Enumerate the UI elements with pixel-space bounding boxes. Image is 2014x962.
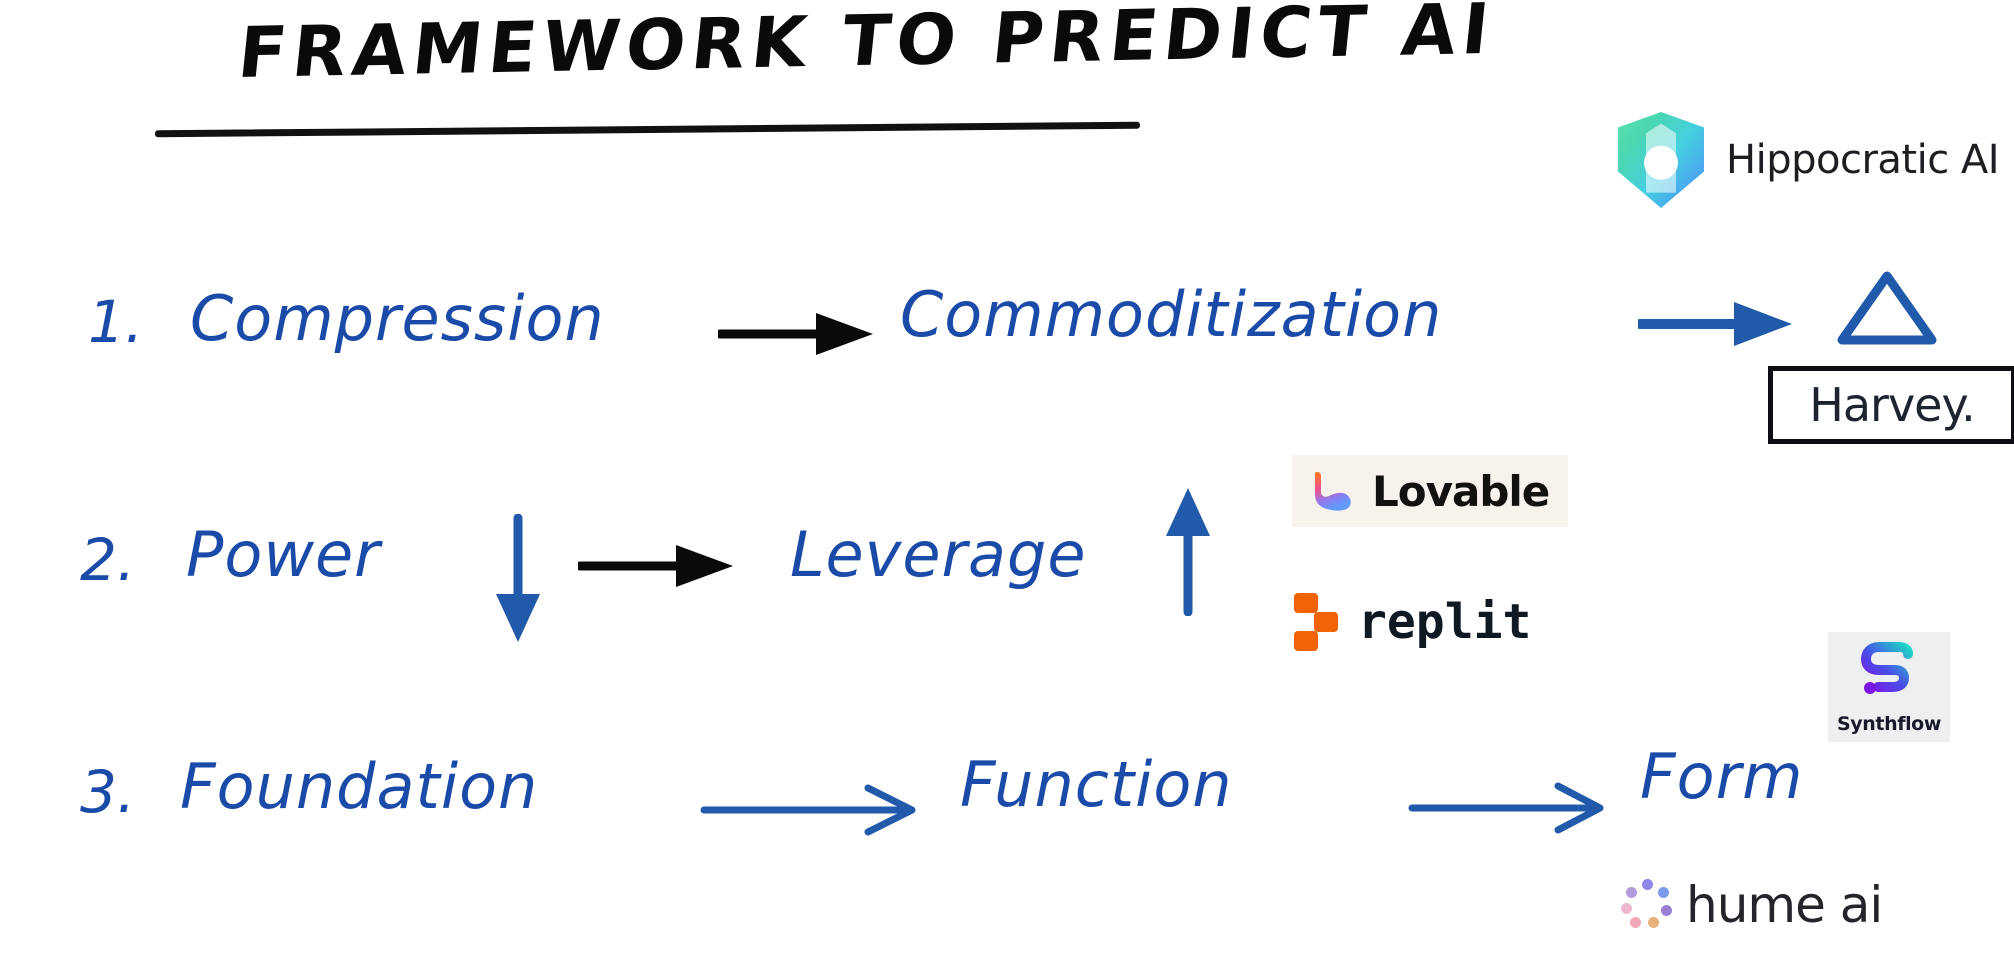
blue-thin-arrow-right-icon — [1408, 782, 1604, 834]
row-2-left-term: Power — [186, 518, 381, 591]
logo-synthflow[interactable]: Synthflow — [1828, 632, 1950, 742]
blue-thin-arrow-right-icon — [700, 784, 916, 836]
row-3-middle-term: Function — [960, 748, 1233, 821]
lovable-heart-icon — [1310, 470, 1356, 512]
row-2-number: 2. — [80, 526, 136, 594]
row-1-number: 1. — [88, 288, 144, 356]
row-2-right-term: Leverage — [790, 518, 1087, 591]
title-underline — [154, 121, 1141, 138]
row-3-left-term: Foundation — [180, 750, 539, 823]
lovable-label: Lovable — [1372, 466, 1550, 516]
harvey-label: Harvey. — [1809, 378, 1975, 432]
row-1-right-term: Commoditization — [900, 278, 1443, 351]
page-title: Framework to Predict AI — [234, 0, 1499, 94]
replit-label: replit — [1358, 594, 1532, 650]
page-title-block: Framework to Predict AI — [154, 0, 1499, 158]
row-3-right-term: Form — [1640, 740, 1804, 813]
synthflow-label: Synthflow — [1837, 713, 1941, 735]
row-1-left-term: Compression — [190, 282, 605, 355]
row-3-number: 3. — [80, 758, 136, 826]
hume-dots-icon — [1620, 879, 1672, 931]
logo-hippocratic-ai[interactable]: Hippocratic AI — [1618, 112, 2000, 208]
triangle-outline-icon — [1837, 271, 1937, 345]
black-solid-arrow-right-icon — [578, 545, 733, 587]
blue-solid-arrow-right-icon — [1638, 302, 1792, 346]
hippocratic-label: Hippocratic AI — [1726, 137, 2000, 183]
up-arrow-icon — [1166, 488, 1210, 616]
hume-label: hume ai — [1686, 876, 1883, 934]
logo-harvey[interactable]: Harvey. — [1768, 366, 2014, 444]
logo-lovable[interactable]: Lovable — [1292, 455, 1568, 527]
black-solid-arrow-right-icon — [718, 313, 873, 355]
down-arrow-icon — [496, 514, 540, 642]
logo-replit[interactable]: replit — [1292, 591, 1531, 653]
logo-hume-ai[interactable]: hume ai — [1620, 876, 1883, 934]
replit-blocks-icon — [1292, 591, 1340, 653]
synthflow-s-icon — [1856, 640, 1922, 711]
hippocratic-shield-icon — [1618, 112, 1704, 208]
